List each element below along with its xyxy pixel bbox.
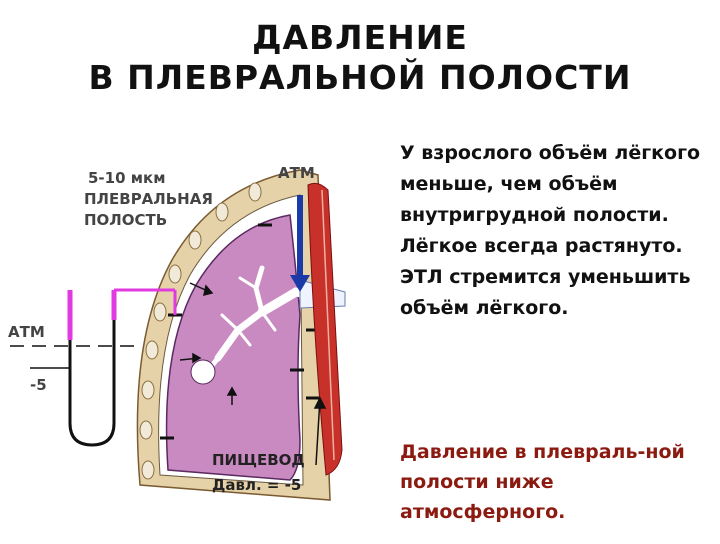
pleural-cavity-diagram: 5-10 мкм ПЛЕВРАЛЬНАЯ ПОЛОСТЬ АТМ АТМ -5 … — [0, 140, 370, 540]
lung — [165, 214, 301, 481]
pointer-arrows — [179, 282, 327, 466]
diagram-svg: 5-10 мкм ПЛЕВРАЛЬНАЯ ПОЛОСТЬ АТМ АТМ -5 … — [8, 164, 346, 501]
gap-label-3: ПОЛОСТЬ — [84, 211, 167, 229]
atm-top-label: АТМ — [278, 164, 315, 182]
conclusion-text: Давление в плевраль-ной полости ниже атм… — [400, 437, 710, 527]
esophagus-muscle — [307, 182, 343, 476]
page-title: ДАВЛЕНИЕ В ПЛЕВРАЛЬНОЙ ПОЛОСТИ — [0, 18, 720, 98]
atm-left-label: АТМ — [8, 323, 45, 341]
manometer — [10, 288, 177, 447]
paragraph-3: ЭТЛ стремится уменьшить объём лёгкого. — [400, 266, 691, 319]
esophagus-pressure: Давл. = -5 — [212, 476, 301, 494]
conclusion-paragraph: Давление в плевраль-ной полости ниже атм… — [400, 441, 685, 523]
gap-label-1: 5-10 мкм — [88, 169, 165, 187]
esophagus-line — [321, 189, 335, 461]
paragraph-1: У взрослого объём лёгкого меньше, чем об… — [400, 142, 701, 226]
manometer-value: -5 — [30, 376, 47, 394]
explanation-text: У взрослого объём лёгкого меньше, чем об… — [400, 138, 710, 324]
esophagus-label: ПИЩЕВОД — [212, 451, 305, 469]
title-line-2: В ПЛЕВРАЛЬНОЙ ПОЛОСТИ — [88, 58, 632, 97]
alveolus — [190, 359, 216, 385]
gap-label-2: ПЛЕВРАЛЬНАЯ — [84, 190, 213, 208]
paragraph-2: Лёгкое всегда растянуто. — [400, 235, 683, 257]
atm-arrow — [290, 195, 310, 292]
title-line-1: ДАВЛЕНИЕ — [252, 18, 468, 57]
rib-ovals — [139, 182, 262, 480]
